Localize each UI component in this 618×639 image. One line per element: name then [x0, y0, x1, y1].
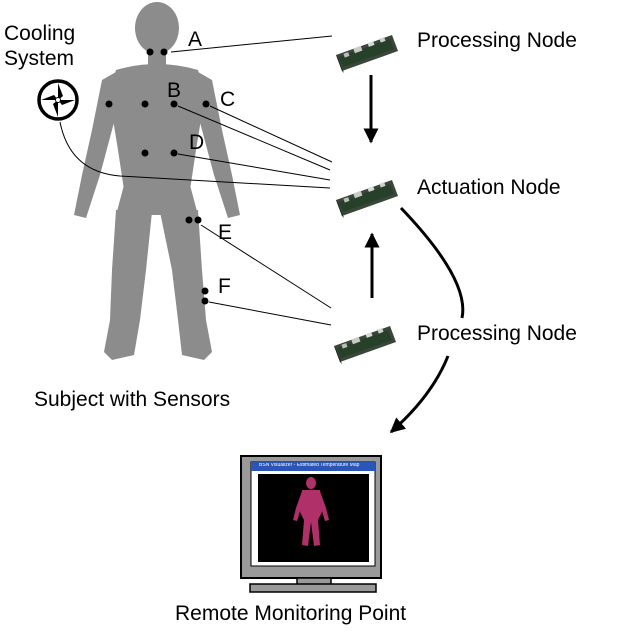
sensor-label-b: B — [167, 79, 182, 102]
remote-monitor-icon — [240, 455, 382, 593]
link-a-to-processing-top — [170, 35, 333, 53]
sensor-label-f: F — [218, 275, 231, 298]
sensor-label-a: A — [188, 28, 203, 51]
subject-body — [74, 2, 240, 360]
link-c-to-actuation — [209, 105, 333, 163]
cooling-label-line2: System — [4, 47, 75, 70]
actuation-node-icon — [336, 180, 398, 218]
sensor-dot-f2 — [201, 297, 209, 305]
link-e-to-processing-bottom — [200, 224, 332, 309]
monitor-window-title: BSN Visualizer - Estimated Temperature M… — [259, 463, 360, 468]
remote-monitoring-label: Remote Monitoring Point — [175, 602, 407, 625]
link-cooling-to-actuation — [59, 121, 331, 189]
cooling-system-icon — [37, 79, 79, 121]
link-d-to-actuation — [177, 153, 331, 181]
sensor-label-e: E — [218, 221, 233, 244]
arrow-actuation-curve — [399, 206, 465, 319]
link-f-to-processing-bottom — [208, 301, 332, 326]
sensor-dot-d — [170, 149, 178, 157]
actuation-node-label: Actuation Node — [417, 176, 561, 199]
sensor-dot-b — [170, 100, 178, 108]
sensor-label-c: C — [220, 88, 236, 111]
sensor-dot-a2 — [160, 48, 168, 56]
processing-node-bottom-icon — [334, 326, 396, 364]
link-b-to-actuation — [177, 105, 331, 171]
sensor-dots — [105, 48, 210, 305]
sensor-label-d: D — [189, 131, 205, 154]
subject-label: Subject with Sensors — [34, 388, 231, 411]
flow-arrows — [363, 75, 465, 434]
sensor-dot-c — [202, 100, 210, 108]
arrow-to-remote-monitoring — [389, 355, 450, 434]
sensor-dot-arm-left — [105, 100, 113, 108]
sensor-dot-abdomen-left — [141, 149, 149, 157]
cooling-label-line1: Cooling — [4, 22, 76, 45]
processing-node-top-icon — [336, 35, 398, 73]
sensor-dot-chest-left — [141, 100, 149, 108]
processing-node-bottom-label: Processing Node — [417, 322, 577, 345]
sensor-dot-e2 — [194, 216, 202, 224]
sensor-dot-e1 — [185, 216, 193, 224]
processing-node-top-label: Processing Node — [417, 29, 577, 52]
sensor-links — [59, 35, 333, 326]
sensor-dot-a1 — [146, 48, 154, 56]
sensor-dot-f1 — [201, 287, 209, 295]
